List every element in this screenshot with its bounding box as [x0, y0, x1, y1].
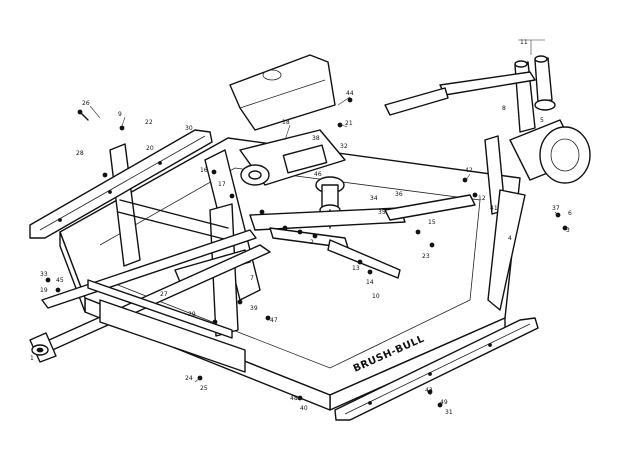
callout-label: 26 [82, 100, 90, 107]
callout-label: 48 [290, 395, 298, 402]
gearbox-shield [229, 54, 336, 131]
callout-label: 49 [440, 399, 448, 406]
callout-label: 46 [314, 171, 322, 178]
leader-lines [89, 96, 559, 401]
callout-label: 41 [490, 205, 498, 212]
callout-label: 20 [146, 145, 154, 152]
tail-wheel-assembly [384, 39, 591, 184]
callout-label: 12 [478, 195, 486, 202]
callout-label: 9 [118, 111, 122, 118]
callout-label: 15 [428, 219, 436, 226]
callout-label: 35 [378, 209, 386, 216]
callout-label: 23 [422, 253, 430, 260]
callout-label: 7 [250, 275, 254, 282]
callout-label: 45 [56, 277, 64, 284]
callout-label: 28 [76, 150, 84, 157]
callout-label: 47 [270, 317, 278, 324]
callout-label: 19 [40, 287, 48, 294]
callout-label: 37 [552, 205, 560, 212]
side-plate [87, 279, 246, 373]
callout-label: 5 [540, 117, 544, 124]
callout-label: 6 [568, 210, 572, 217]
callout-label: 40 [300, 405, 308, 412]
callout-label: 1 [30, 355, 34, 362]
callout-label: 43 [425, 387, 433, 394]
callout-label: 18 [282, 119, 290, 126]
callout-label: 14 [366, 279, 374, 286]
callout-label: 13 [352, 265, 360, 272]
callout-label: 39 [250, 305, 258, 312]
callout-label: 3 [566, 227, 570, 234]
callout-label: 34 [370, 195, 378, 202]
callout-label: 29 [188, 311, 196, 318]
callout-label: 10 [372, 293, 380, 300]
gearbox-assembly [239, 129, 346, 229]
callout-label: 2 [310, 239, 314, 246]
callout-labels: 26 9 22 28 20 30 16 17 18 44 21 38 32 34… [30, 39, 572, 416]
blade-crossbar [249, 207, 406, 279]
callout-label: 31 [445, 409, 453, 416]
rear-braces [384, 135, 526, 311]
callout-label: 27 [160, 291, 168, 298]
hardware [45, 97, 568, 408]
callout-label: 38 [312, 135, 320, 142]
left-skid-shoe [29, 129, 213, 239]
callout-label: 32 [340, 143, 348, 150]
callout-label: 8 [502, 105, 506, 112]
callout-label: 33 [40, 271, 48, 278]
callout-label: 22 [145, 119, 153, 126]
callout-label: 30 [185, 125, 193, 132]
callout-label: 17 [218, 181, 226, 188]
callout-label: 11 [520, 39, 528, 46]
callout-label: 24 [185, 375, 193, 382]
callout-label: 25 [200, 385, 208, 392]
callout-label: 42 [465, 167, 473, 174]
callout-label: 44 [346, 90, 354, 97]
callout-label: 16 [200, 167, 208, 174]
callout-label: 4 [508, 235, 512, 242]
right-skid-shoe [334, 317, 539, 421]
callout-label: 36 [395, 191, 403, 198]
callout-label: 21 [345, 120, 353, 127]
